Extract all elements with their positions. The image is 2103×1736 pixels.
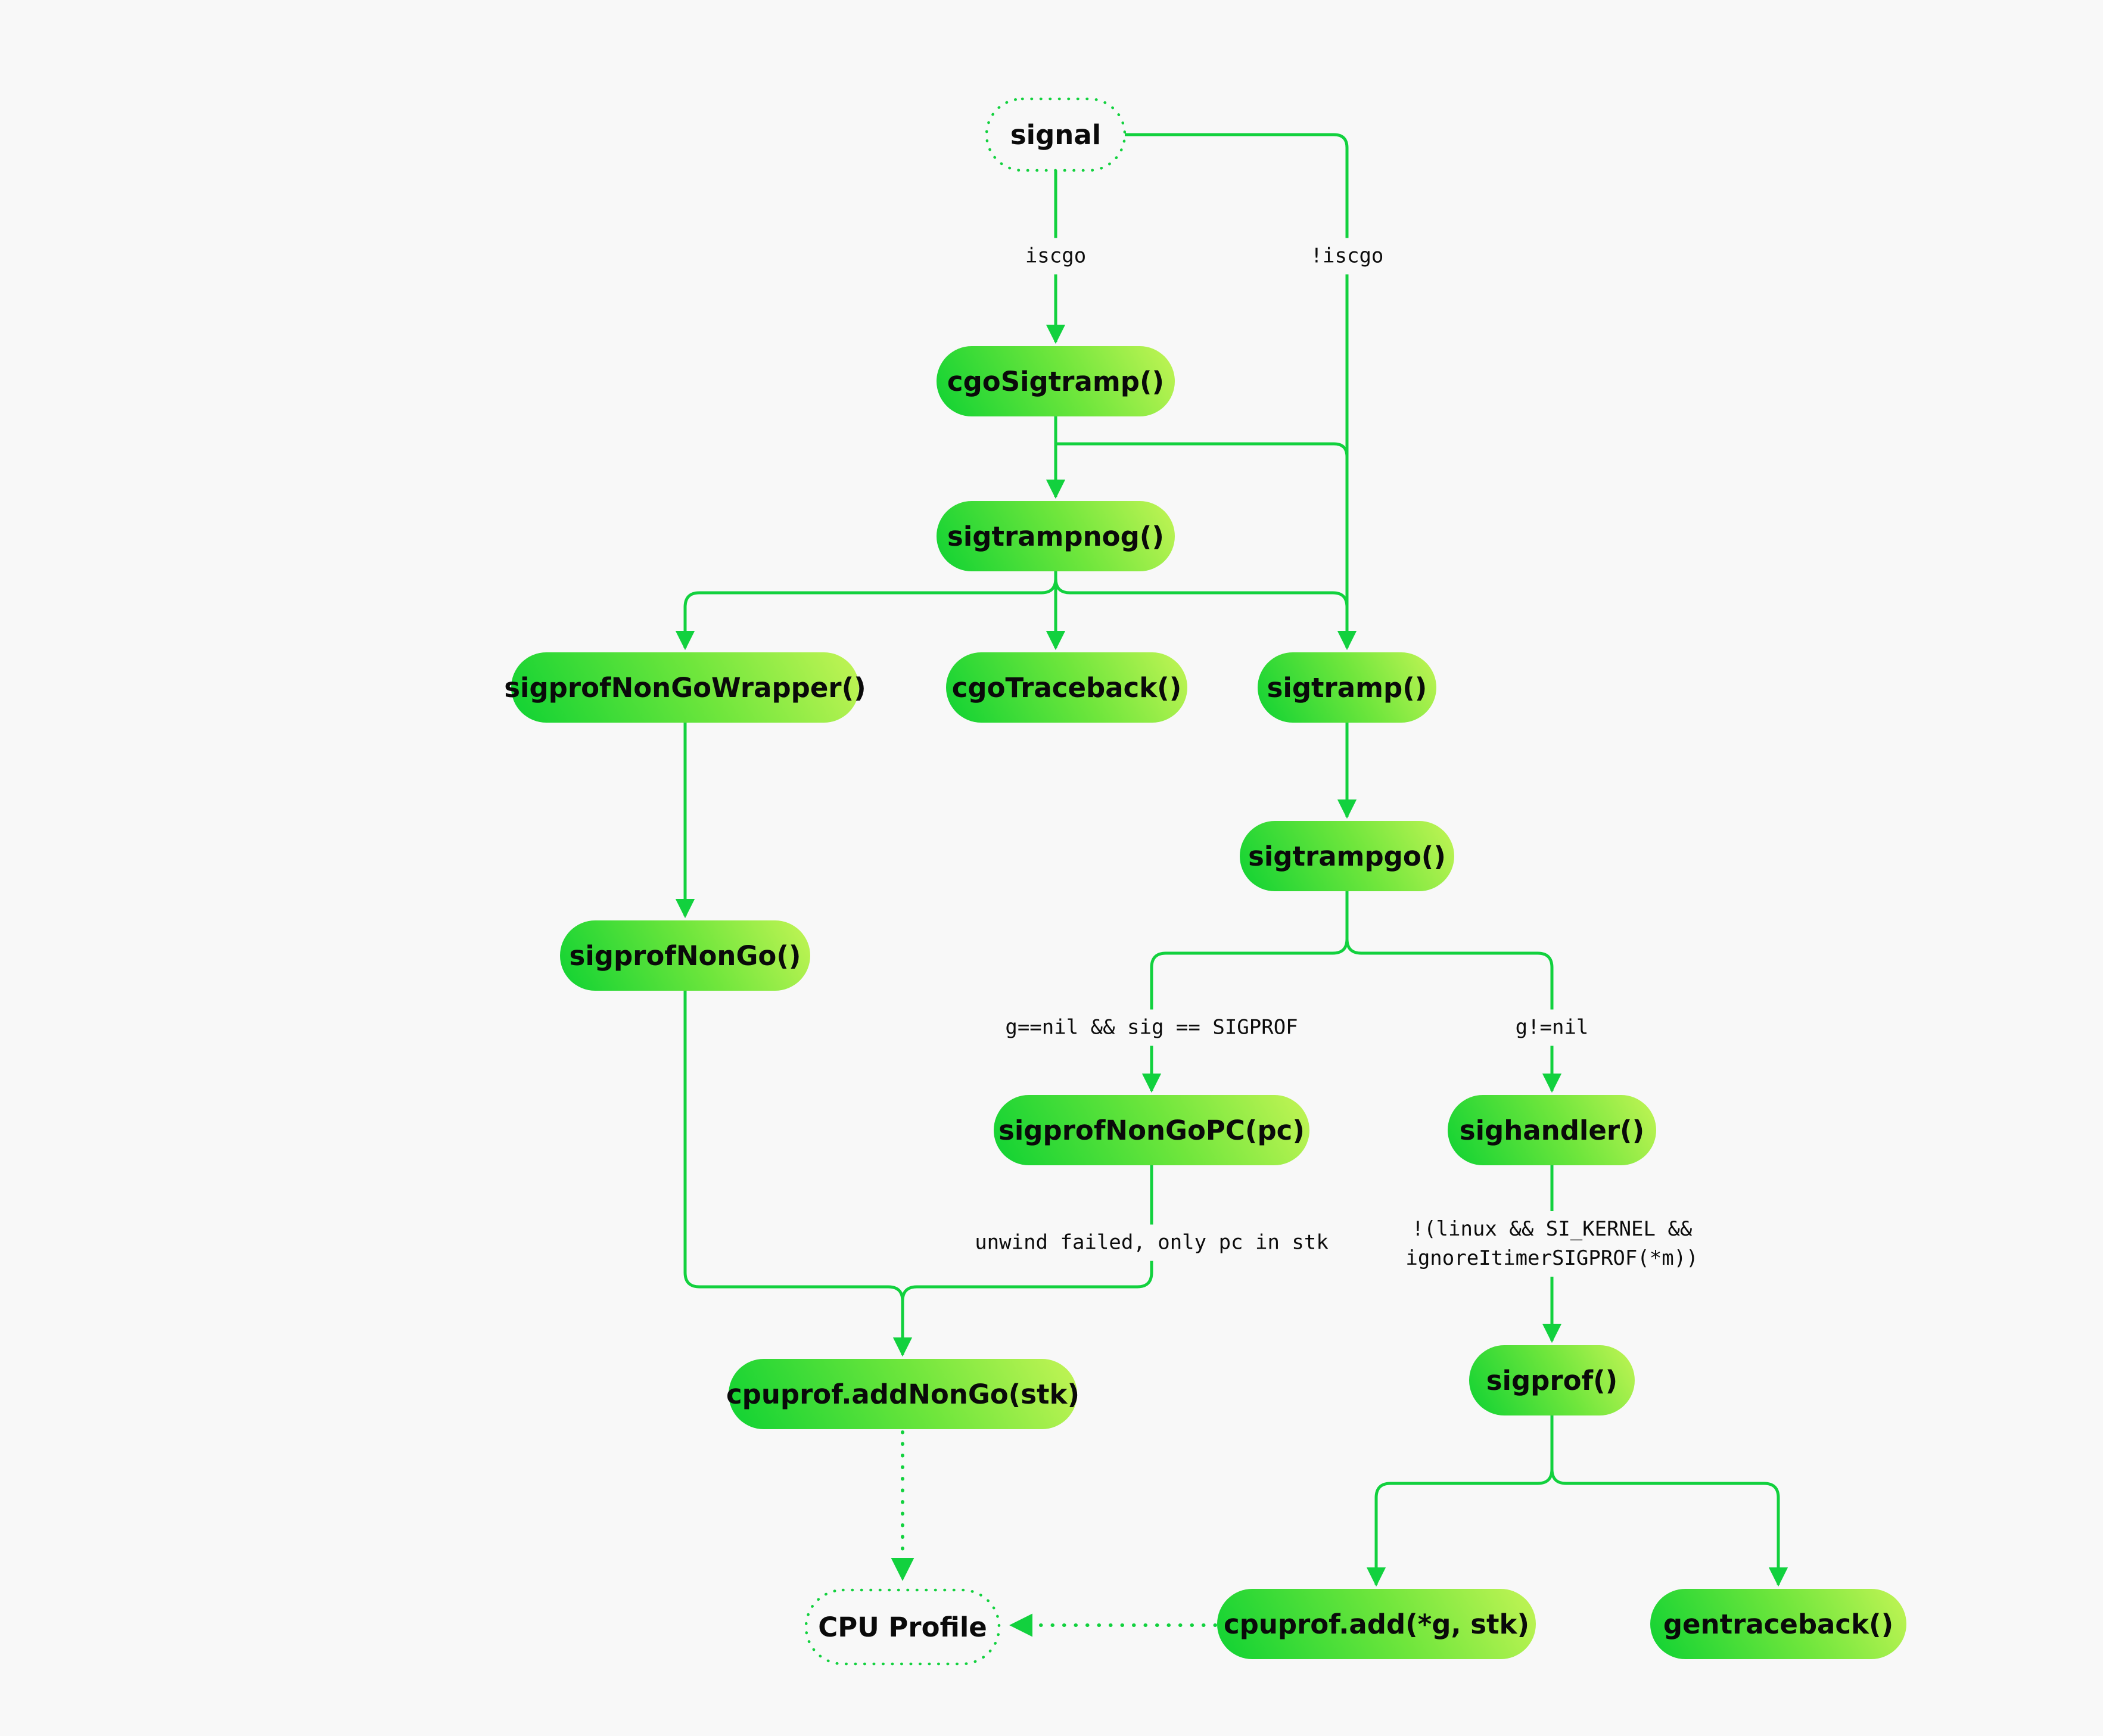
node-sigprof: sigprof() <box>1469 1345 1635 1415</box>
edge-label-iscgo: iscgo <box>1018 238 1094 275</box>
node-sighandler: sighandler() <box>1448 1095 1656 1165</box>
node-sigtramp: sigtramp() <box>1258 652 1436 723</box>
edge-cgosigtramp-sigtramp-merge <box>1056 442 1349 458</box>
edge-label-unwind-failed: unwind failed, only pc in stk <box>967 1224 1336 1261</box>
node-cgosigtramp: cgoSigtramp() <box>937 346 1175 416</box>
node-sigtrampgo: sigtrampgo() <box>1240 821 1454 891</box>
edge-sigprof-cpuprofadd <box>1366 1469 1554 1587</box>
node-cgotraceback: cgoTraceback() <box>946 652 1187 723</box>
edge-sigtrampnog-sigtramp-merge <box>1054 578 1349 608</box>
node-cpuprofadd: cpuprof.add(*g, stk) <box>1217 1589 1536 1659</box>
edge-sigprofnongopc-addnongo <box>892 1165 1153 1357</box>
edge-label-sighandler-condition-line1: !(linux && SI_KERNEL && <box>1411 1217 1693 1241</box>
cpu-profile-node-border <box>804 1588 1001 1666</box>
node-signal: signal <box>1010 119 1102 151</box>
edge-sigtrampgo-sighandler <box>1345 938 1562 1093</box>
edge-signal-sigtramp <box>1125 133 1357 651</box>
node-gentraceback: gentraceback() <box>1650 1589 1906 1659</box>
edge-sigtrampgo-sigprofnongopc <box>1141 938 1349 1093</box>
edge-label-g-not-nil: g!=nil <box>1508 1009 1596 1046</box>
edge-label-sighandler-condition-line2: ignoreItimerSIGPROF(*m)) <box>1405 1246 1698 1270</box>
node-sigprofnongopc: sigprofNonGoPC(pc) <box>994 1095 1309 1165</box>
node-cpuprofaddnongo: cpuprof.addNonGo(stk) <box>726 1359 1080 1429</box>
node-cpuprofile: CPU Profile <box>818 1611 987 1643</box>
edge-sigprof-gentraceback <box>1550 1469 1788 1587</box>
node-sigprofnongowrapper: sigprofNonGoWrapper() <box>504 652 866 723</box>
edge-sigtrampnog-sigprofnongowrapper <box>675 578 1057 651</box>
node-sigtrampnog: sigtrampnog() <box>937 501 1175 571</box>
edge-label-g-nil-sigprof: g==nil && sig == SIGPROF <box>998 1009 1305 1046</box>
signal-node-border <box>985 97 1127 172</box>
edge-label-sighandler-condition: !(linux && SI_KERNEL && ignoreItimerSIGP… <box>1398 1211 1706 1277</box>
node-sigprofnongo: sigprofNonGo() <box>560 920 810 991</box>
edge-label-not-iscgo: !iscgo <box>1303 238 1391 275</box>
edge-sigprofnongo-addnongo <box>683 991 904 1302</box>
